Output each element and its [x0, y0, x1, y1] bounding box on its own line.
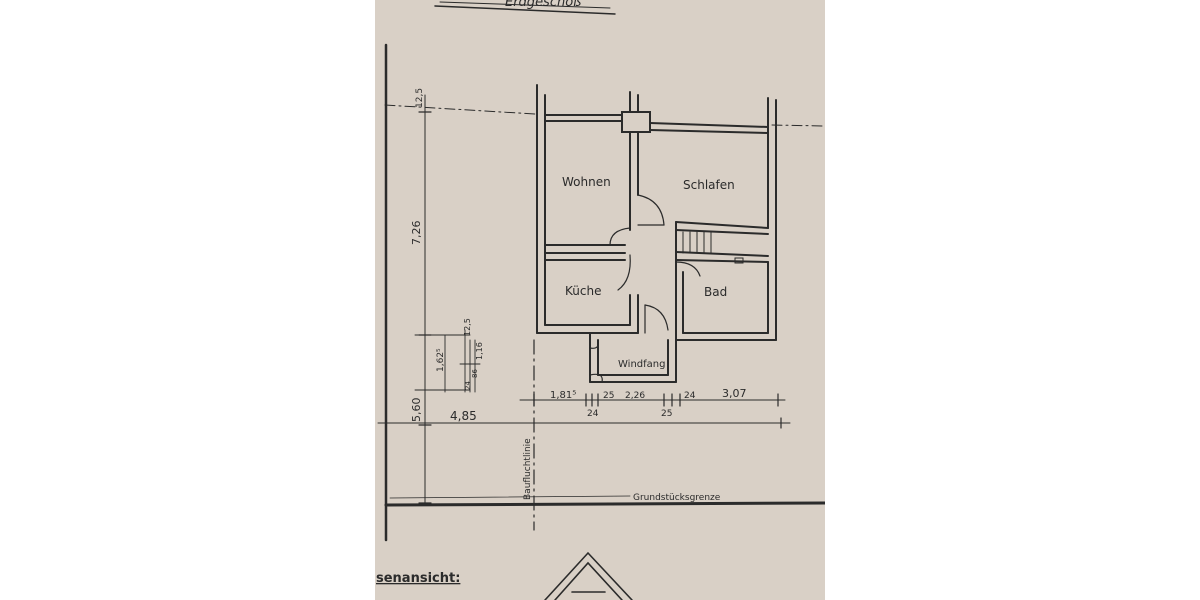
grundstuecksgrenze-thin — [389, 495, 631, 499]
dim-wall-25a: 25 — [603, 391, 614, 401]
baufluchtlinie-label: Baufluchtlinie — [523, 438, 533, 500]
dim-sill-b: 12,5 — [463, 318, 472, 336]
dim-width-b: 2,26 — [625, 391, 645, 401]
rear-boundary-line-right — [771, 124, 825, 127]
dim-width-a: 1,81⁵ — [550, 390, 576, 401]
dim-width-c: 3,07 — [722, 387, 747, 400]
door-swings — [589, 194, 701, 383]
dim-house-depth: 7,26 — [410, 221, 423, 246]
window-mark — [734, 257, 744, 264]
floor-plan-drawing: Erdgeschoß Wohnen Schlafen Küche Bad Win… — [376, 0, 825, 600]
staircase — [682, 231, 712, 254]
dim-sill-a: 1,16 — [475, 342, 484, 360]
dim-small-a: 24 — [464, 381, 472, 390]
dim-top-offset: 12,5 — [415, 88, 425, 108]
window-dimension-group — [414, 329, 481, 393]
dim-wall-24a: 24 — [587, 409, 599, 419]
title-underline — [434, 1, 616, 15]
blueprint-sheet: Erdgeschoß Wohnen Schlafen Küche Bad Win… — [375, 0, 825, 600]
grundstuecksgrenze-line — [384, 501, 825, 507]
room-label-bad: Bad — [704, 285, 727, 299]
room-label-windfang: Windfang — [618, 359, 665, 370]
dim-wall-25b: 25 — [661, 409, 672, 419]
elevation-roof — [544, 551, 633, 600]
room-label-schlafen: Schlafen — [683, 178, 735, 192]
room-label-wohnen: Wohnen — [562, 175, 611, 189]
house-walls — [536, 84, 777, 383]
rear-boundary-line — [384, 104, 536, 115]
dim-left-width: 4,85 — [450, 409, 477, 423]
title-fragment: Erdgeschoß — [505, 0, 581, 10]
room-label-kueche: Küche — [565, 284, 601, 298]
bottom-heading: senansicht: — [376, 571, 460, 586]
grundstuecksgrenze-label: Grundstücksgrenze — [633, 493, 721, 503]
dim-wall-24b: 24 — [684, 391, 696, 401]
dim-window-height: 1,62⁵ — [436, 348, 446, 372]
dim-setback: 5,60 — [410, 398, 423, 423]
dim-small-b: 86 — [471, 369, 479, 378]
